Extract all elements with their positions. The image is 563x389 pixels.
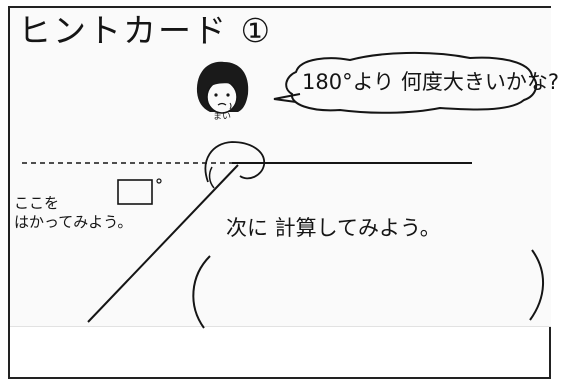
scanned-drawing-area [10, 8, 551, 326]
speech-bubble-tail [273, 93, 301, 103]
scan-edge-line [10, 326, 551, 327]
angle-answer-box [117, 179, 153, 205]
left-parenthesis [192, 255, 211, 329]
protractor-circle [204, 141, 265, 183]
card-title: ヒントカード ① [18, 11, 273, 50]
measure-hint-line2: はかってみよう。 [14, 213, 133, 231]
girl-face-icon [196, 61, 249, 114]
diagonal-line [87, 164, 239, 323]
measure-hint-line1: ここを [14, 194, 60, 212]
degree-mark [156, 178, 162, 184]
speech-bubble-text: 180°より 何度大きいかな? [302, 70, 559, 94]
angle-arc [208, 166, 215, 189]
right-parenthesis [529, 249, 545, 321]
calculation-instruction: 次に 計算してみよう。 [226, 216, 441, 240]
speech-bubble-outline [285, 51, 538, 114]
character-name: まい [213, 112, 232, 122]
